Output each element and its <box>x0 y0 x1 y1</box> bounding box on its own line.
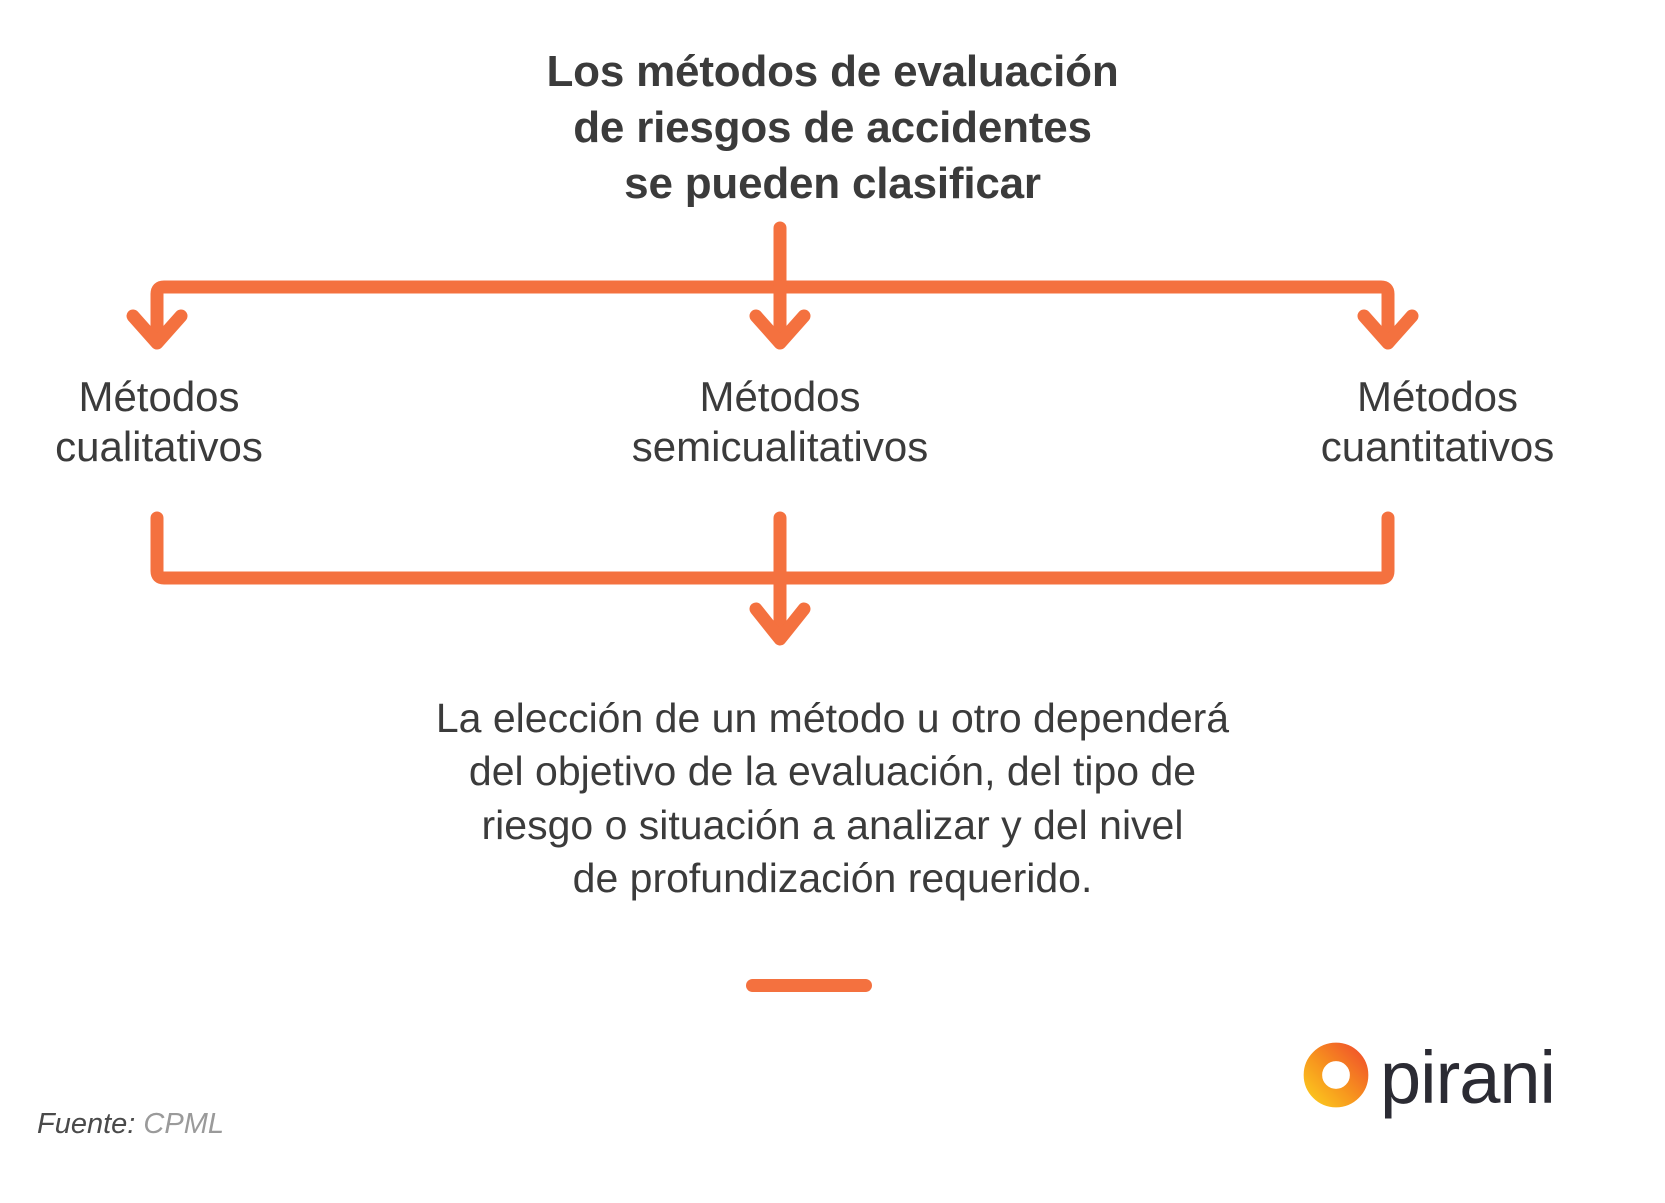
branch-label-cuantitativos: Métodos cuantitativos <box>1320 373 1555 470</box>
pirani-logo: pirani <box>1303 1022 1633 1127</box>
source-credit: Fuente: CPML <box>37 1108 224 1141</box>
page-title: Los métodos de evaluación de riesgos de … <box>546 47 1119 208</box>
pirani-wordmark: pirani <box>1380 1035 1556 1119</box>
accent-divider <box>746 979 872 992</box>
pirani-ring-icon <box>1303 1042 1369 1107</box>
arrowhead-conclusion <box>749 602 811 646</box>
source-value: CPML <box>143 1108 224 1140</box>
arrowhead-center-branch <box>749 309 811 350</box>
arrowhead-left-branch <box>126 309 188 350</box>
conclusion-text: La elección de un método u otro depender… <box>435 695 1230 901</box>
connector-distribution-bar <box>150 280 1395 347</box>
connector-collector-bar <box>150 511 1395 585</box>
branch-label-semicualitativos: Métodos semicualitativos <box>631 373 929 470</box>
source-label: Fuente: <box>37 1108 136 1140</box>
branch-label-cualitativos: Métodos cualitativos <box>55 373 263 470</box>
branch-label-row: Métodos cualitativos Métodos semicualita… <box>0 372 1665 484</box>
arrowhead-right-branch <box>1357 309 1419 350</box>
